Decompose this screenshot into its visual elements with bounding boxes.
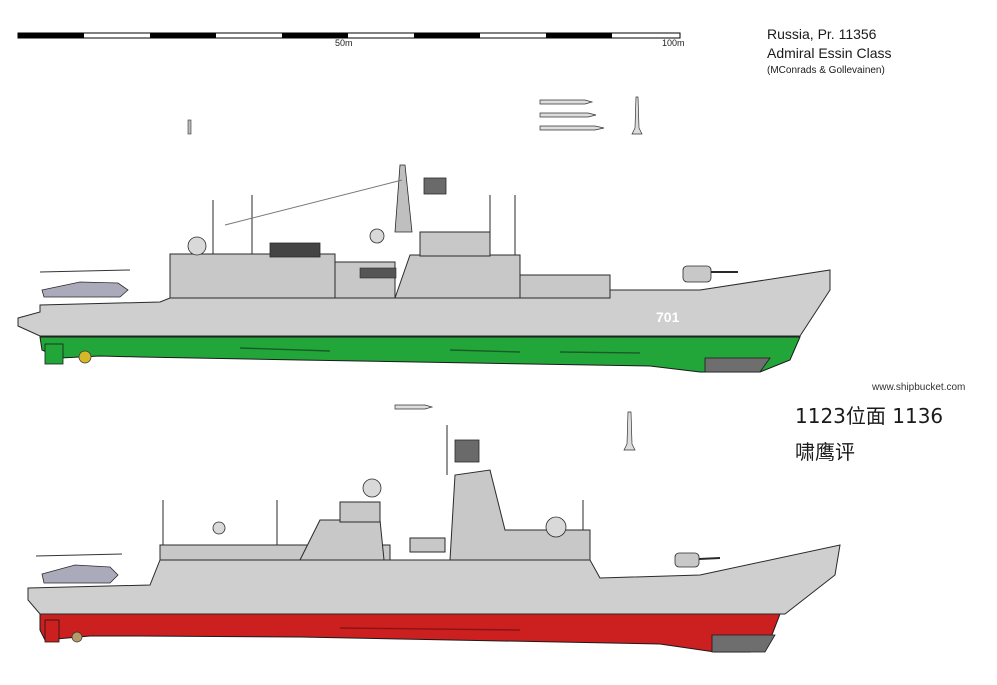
missile-samples-middle [394, 404, 636, 451]
credits-text: (MConrads & Gollevainen) [767, 65, 885, 76]
ship-1-profile: 701 [17, 164, 831, 373]
annotation-line-1: 1123位面 1136 [795, 404, 944, 428]
ship-2-profile [27, 425, 841, 653]
scale-label-50m: 50m [335, 38, 353, 48]
title-class-name: Admiral Essin Class [767, 45, 892, 61]
missile-samples-top [187, 96, 643, 135]
annotation-line-2: 啸鹰评 [795, 440, 855, 464]
ship-2-underwater-hull [39, 613, 781, 653]
scale-bar [17, 32, 681, 39]
watermark-url: www.shipbucket.com [872, 382, 966, 393]
ship-1-upper-hull [17, 269, 831, 337]
ship-2-upper-hull [27, 544, 841, 615]
ship-1-hull-number: 701 [656, 309, 680, 325]
scale-label-100m: 100m [662, 38, 685, 48]
ship-1-underwater-hull [39, 336, 801, 373]
title-country-project: Russia, Pr. 11356 [767, 26, 877, 42]
